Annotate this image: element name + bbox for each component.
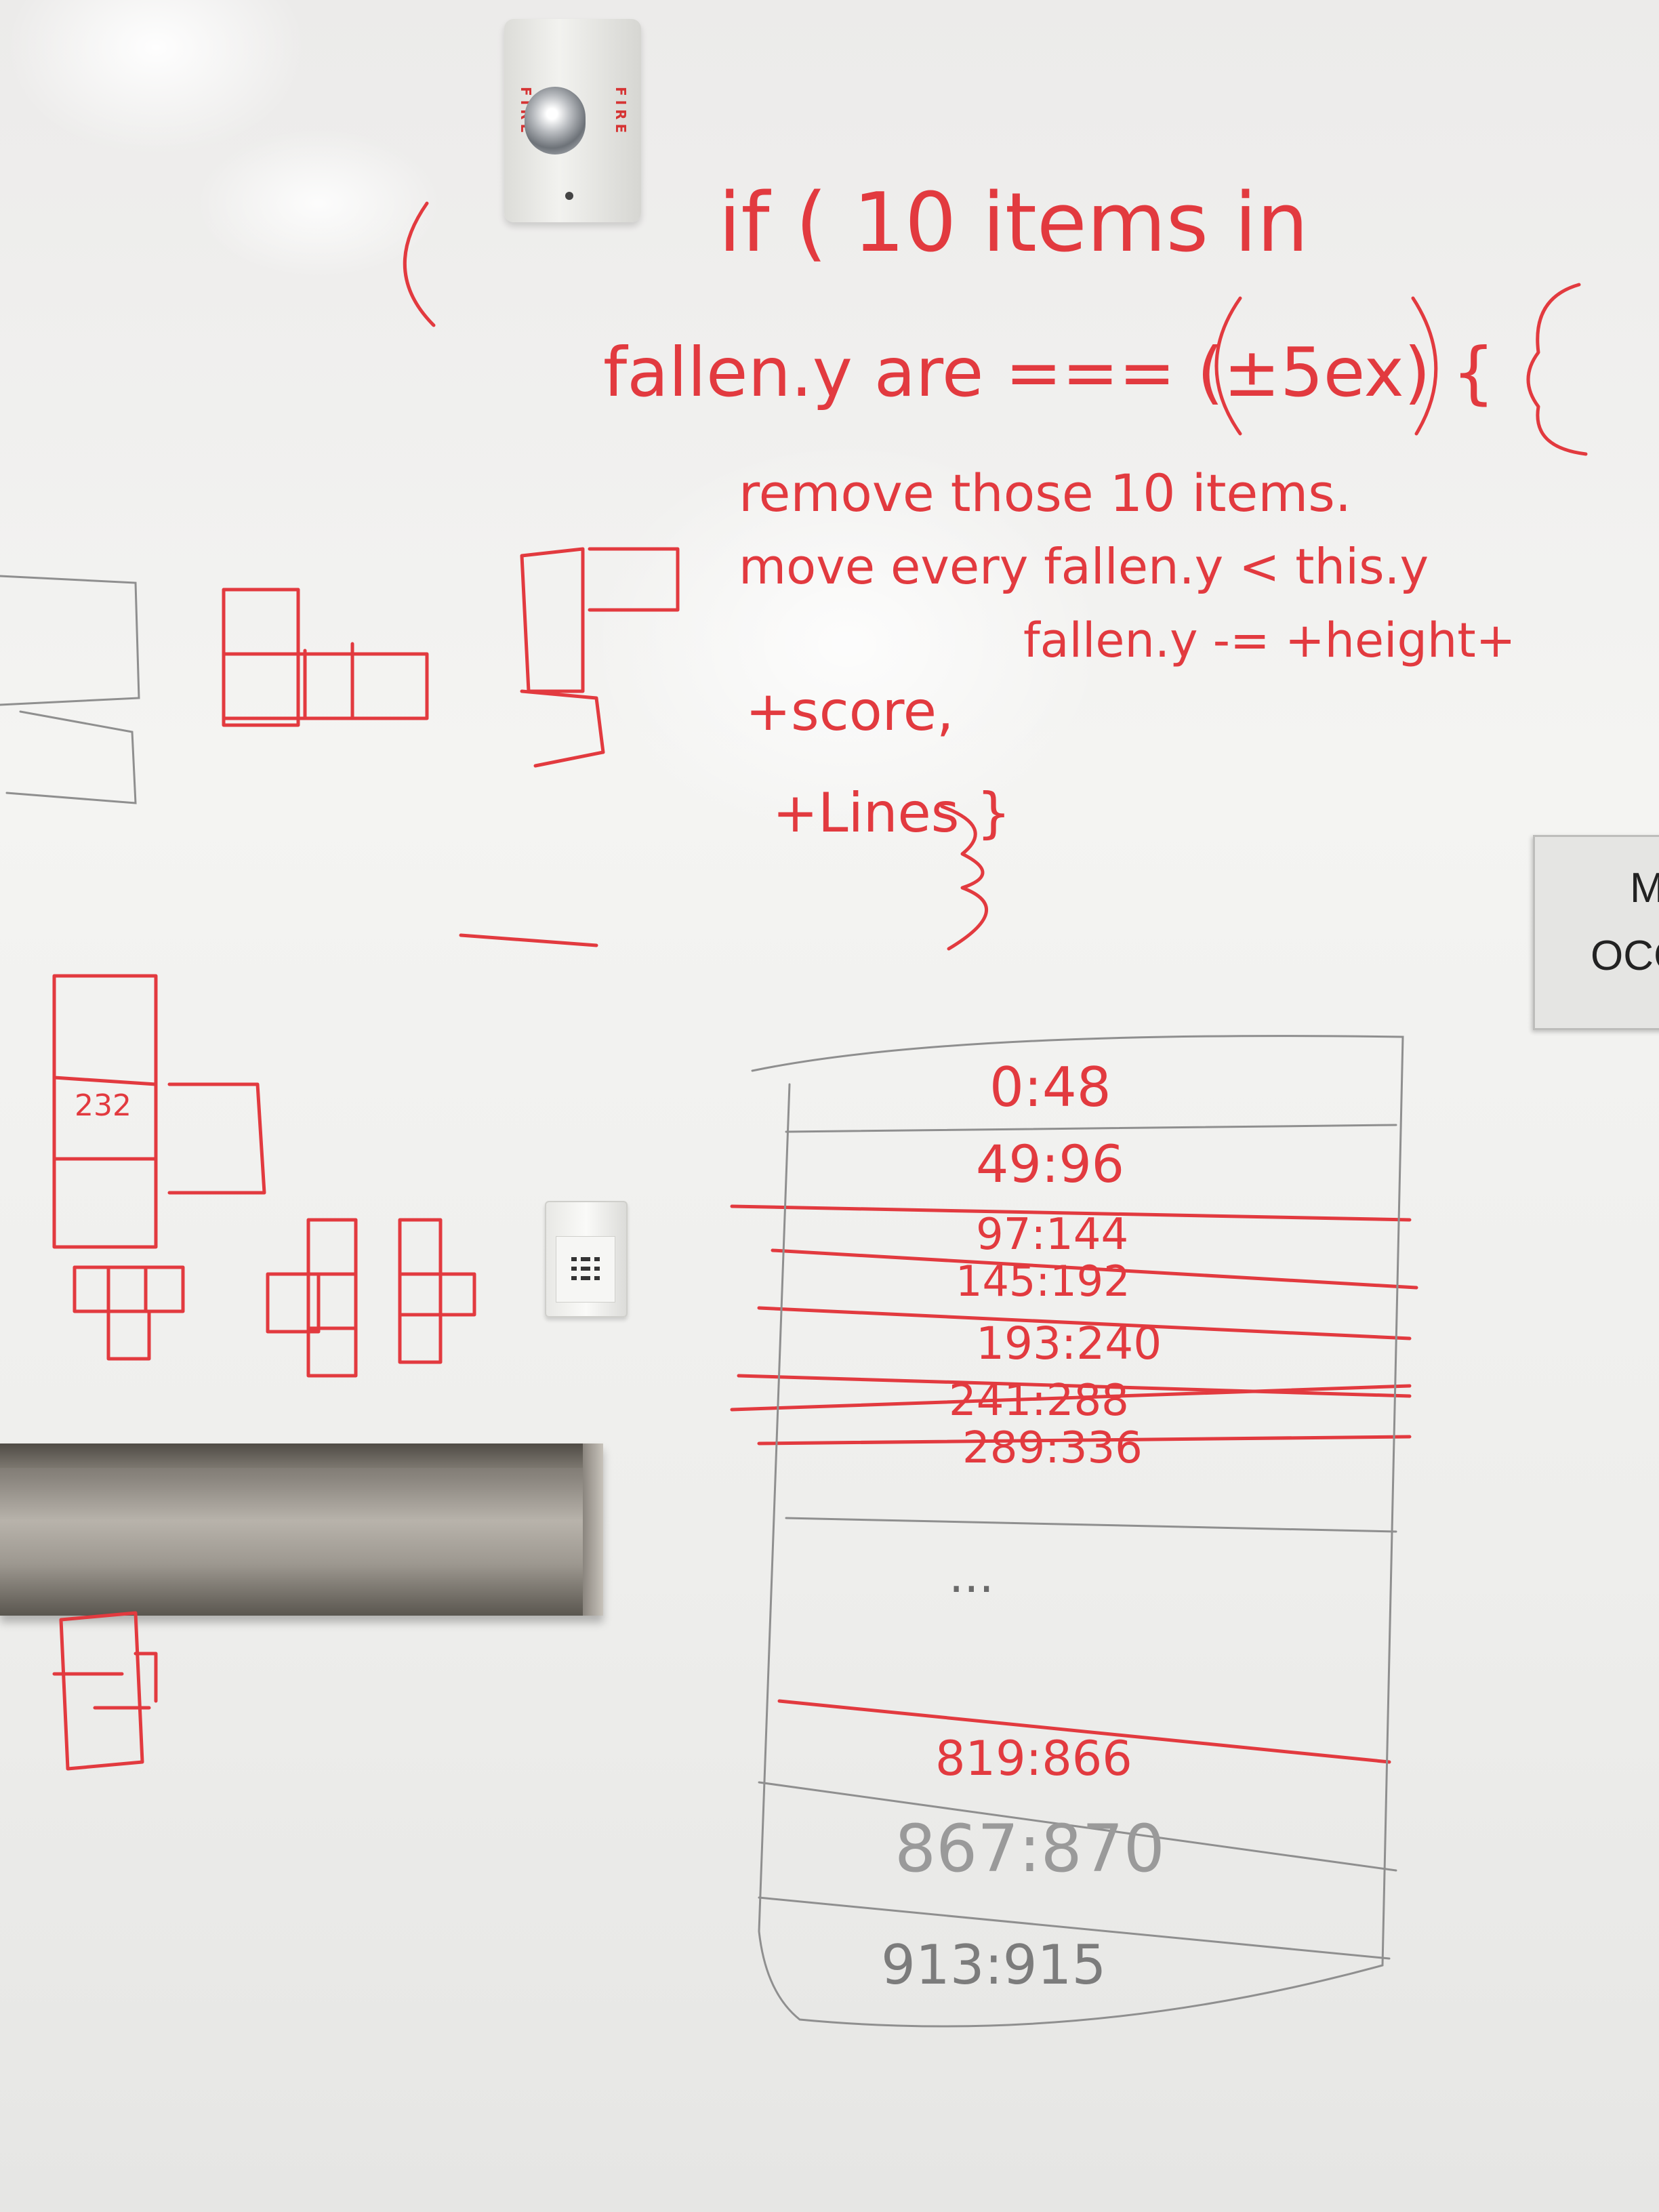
range-row-2: 49:96 [976,1134,1125,1194]
range-row-819: 819:866 [935,1731,1132,1786]
row-line-4 [737,1374,1412,1398]
room-sign: M OCC [1533,835,1659,1030]
sensor-grille-icon [571,1257,600,1280]
paren-open-2 [1214,296,1242,436]
faded-sketch-2 [5,710,137,804]
tetromino-sketch-bottom [52,1611,158,1771]
row-line-1 [730,1204,1412,1222]
range-row-5: 193:240 [976,1317,1162,1370]
range-row-3: 97:144 [976,1210,1129,1260]
curly-brace-close [940,804,988,951]
code-line-7: +Lines } [773,781,1011,844]
marker-tray-lip [0,1443,603,1468]
row-line-2 [771,1248,1418,1290]
tetromino-sketch-column [52,974,266,1249]
grid-row-pencil-4 [758,1896,1391,1960]
marker-tray [0,1443,603,1616]
tetromino-sketch-small-1 [73,1265,185,1361]
grid-row-pencil-3 [758,1781,1397,1872]
row-line-6 [757,1435,1412,1446]
room-sign-line-2: OCC [1591,933,1659,979]
tetromino-sketch-small-3 [398,1218,476,1364]
row-line-7 [777,1699,1391,1764]
range-row-7: 289:336 [962,1423,1143,1473]
range-ellipsis: ... [949,1548,994,1603]
paren-open [403,201,436,327]
grid-row-pencil-1 [785,1124,1397,1133]
grid-column-outline [751,1035,1404,2028]
code-line-1: if ( 10 items in [718,176,1309,270]
room-sign-line-1: M [1630,865,1659,912]
curly-brace-open [1526,283,1588,456]
row-line-5 [730,1384,1412,1412]
fire-alarm-label-right: FIRE [613,87,629,138]
range-row-867: 867:870 [895,1811,1165,1887]
alarm-indicator-icon [565,192,573,200]
tetromino-sketch-small-2 [266,1218,358,1378]
occupancy-sensor [545,1201,628,1317]
code-line-5: fallen.y -= +height+ [1023,613,1516,668]
diagram-label-232: 232 [75,1088,131,1123]
range-row-913: 913:915 [881,1933,1107,1996]
code-line-3: remove those 10 items. [739,463,1352,523]
fire-alarm-strobe: FIRE FIRE [504,19,641,222]
marker-tray-end [583,1443,603,1616]
tetromino-sketch-t [222,588,429,727]
range-row-6: 241:288 [949,1376,1129,1426]
code-line-2: fallen.y are === (±5ex) { [603,333,1496,412]
range-row-4: 145:192 [956,1256,1130,1306]
row-line-3 [757,1306,1412,1340]
code-line-6: +score, [745,680,954,743]
faded-sketch-1 [0,575,140,706]
sensor-face [556,1236,615,1303]
paren-close [1411,296,1438,436]
code-line-4: move every fallen.y < this.y [739,538,1429,595]
stroke-underline [459,933,598,947]
tetromino-sketch-l [520,547,680,768]
grid-row-pencil-2 [785,1517,1397,1533]
strobe-lens-icon [525,87,586,155]
range-row-1: 0:48 [989,1056,1111,1119]
